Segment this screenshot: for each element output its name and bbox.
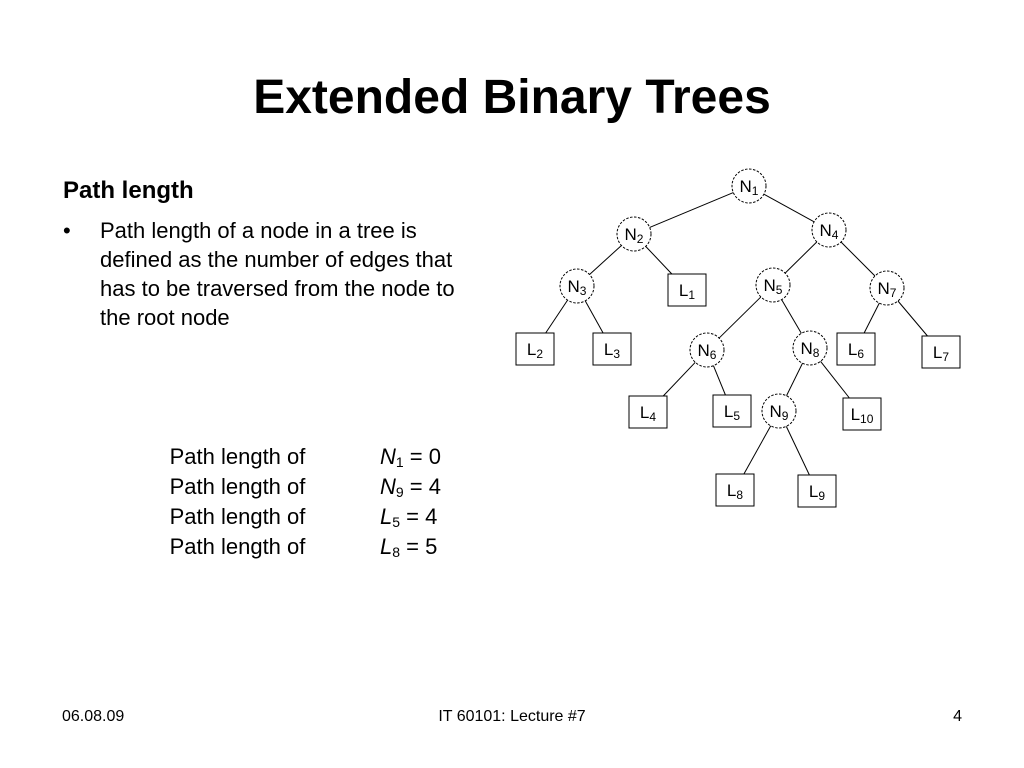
tree-edge-n1-n4 bbox=[763, 193, 815, 223]
node-box bbox=[667, 273, 707, 307]
tree-edge-n3-l3 bbox=[584, 300, 604, 334]
node-label: N7 bbox=[878, 279, 897, 300]
tree-edge-n5-n6 bbox=[718, 296, 762, 339]
tree-edge-n2-l1 bbox=[645, 246, 673, 275]
node-label: L3 bbox=[604, 340, 620, 361]
internal-node-n6: N6 bbox=[689, 332, 725, 368]
external-node-l8: L8 bbox=[715, 473, 755, 507]
node-label: N1 bbox=[740, 177, 759, 198]
node-circle bbox=[755, 267, 791, 303]
node-box bbox=[715, 473, 755, 507]
bullet-text: Path length of a node in a tree is defin… bbox=[100, 218, 455, 330]
node-circle bbox=[761, 393, 797, 429]
tree-edge-n3-l2 bbox=[545, 299, 568, 334]
node-box bbox=[836, 332, 876, 366]
path-length-label: Path length of bbox=[169, 534, 306, 559]
tree-edge-n5-n8 bbox=[781, 299, 802, 334]
section-heading: Path length bbox=[63, 177, 194, 204]
node-label: N3 bbox=[568, 277, 587, 298]
internal-node-n4: N4 bbox=[811, 212, 847, 248]
external-node-l5: L5 bbox=[712, 394, 752, 428]
path-length-label: Path length of bbox=[169, 504, 306, 529]
external-node-l10: L10 bbox=[842, 397, 882, 431]
external-node-l2: L2 bbox=[515, 332, 555, 366]
footer-date: 06.08.09 bbox=[62, 708, 125, 725]
external-node-l4: L4 bbox=[628, 395, 668, 429]
external-node-l1: L1 bbox=[667, 273, 707, 307]
tree-edge-n9-l8 bbox=[743, 425, 772, 475]
internal-node-n7: N7 bbox=[869, 270, 905, 306]
path-length-label: Path length of bbox=[169, 444, 306, 469]
internal-node-n9: N9 bbox=[761, 393, 797, 429]
tree-edge-n7-l6 bbox=[863, 302, 880, 334]
external-node-l7: L7 bbox=[921, 335, 961, 369]
path-length-label: Path length of bbox=[169, 474, 306, 499]
node-circle bbox=[792, 330, 828, 366]
bullet-symbol: • bbox=[63, 218, 71, 243]
path-length-value: L8 = 5 bbox=[380, 534, 438, 560]
node-box bbox=[842, 397, 882, 431]
path-length-value: N1 = 0 bbox=[380, 444, 441, 470]
internal-node-n5: N5 bbox=[755, 267, 791, 303]
internal-node-n8: N8 bbox=[792, 330, 828, 366]
node-label: L10 bbox=[851, 405, 874, 426]
node-label: N9 bbox=[770, 402, 789, 423]
node-circle bbox=[616, 216, 652, 252]
tree-edge-n4-n7 bbox=[840, 241, 876, 277]
internal-node-n1: N1 bbox=[731, 168, 767, 204]
footer-course-label: IT 60101: Lecture #7 bbox=[438, 708, 586, 725]
node-box bbox=[628, 395, 668, 429]
node-label: N2 bbox=[625, 225, 644, 246]
tree-edge-n8-n9 bbox=[786, 363, 803, 396]
node-circle bbox=[689, 332, 725, 368]
tree-edge-n1-n2 bbox=[649, 192, 734, 228]
external-node-l9: L9 bbox=[797, 474, 837, 508]
node-label: N4 bbox=[820, 221, 839, 242]
node-box bbox=[515, 332, 555, 366]
node-circle bbox=[559, 268, 595, 304]
tree-edge-n6-l4 bbox=[662, 361, 696, 397]
node-label: N6 bbox=[698, 341, 717, 362]
node-label: L9 bbox=[809, 482, 825, 503]
node-label: N8 bbox=[801, 339, 820, 360]
node-box bbox=[712, 394, 752, 428]
tree-edge-n2-n3 bbox=[589, 245, 622, 275]
node-box bbox=[592, 332, 632, 366]
node-circle bbox=[731, 168, 767, 204]
tree-edge-n6-l5 bbox=[712, 365, 726, 396]
external-node-l6: L6 bbox=[836, 332, 876, 366]
tree-edge-n9-l9 bbox=[785, 426, 810, 476]
node-label: L7 bbox=[933, 343, 949, 364]
path-length-value: L5 = 4 bbox=[380, 504, 438, 530]
tree-edge-n7-l7 bbox=[897, 300, 928, 337]
node-label: L1 bbox=[679, 281, 695, 302]
external-node-l3: L3 bbox=[592, 332, 632, 366]
footer-page-number: 4 bbox=[953, 708, 962, 725]
node-label: L8 bbox=[727, 481, 743, 502]
node-label: L6 bbox=[848, 340, 864, 361]
node-box bbox=[921, 335, 961, 369]
node-label: N5 bbox=[764, 276, 783, 297]
internal-node-n2: N2 bbox=[616, 216, 652, 252]
internal-node-n3: N3 bbox=[559, 268, 595, 304]
tree-edge-n8-l10 bbox=[820, 361, 850, 399]
node-circle bbox=[811, 212, 847, 248]
tree-edge-n4-n5 bbox=[784, 241, 818, 274]
node-label: L2 bbox=[527, 340, 543, 361]
node-label: L4 bbox=[640, 403, 656, 424]
node-label: L5 bbox=[724, 402, 740, 423]
node-circle bbox=[869, 270, 905, 306]
node-box bbox=[797, 474, 837, 508]
path-length-value: N9 = 4 bbox=[380, 474, 441, 500]
slide-title: Extended Binary Trees bbox=[253, 71, 771, 124]
